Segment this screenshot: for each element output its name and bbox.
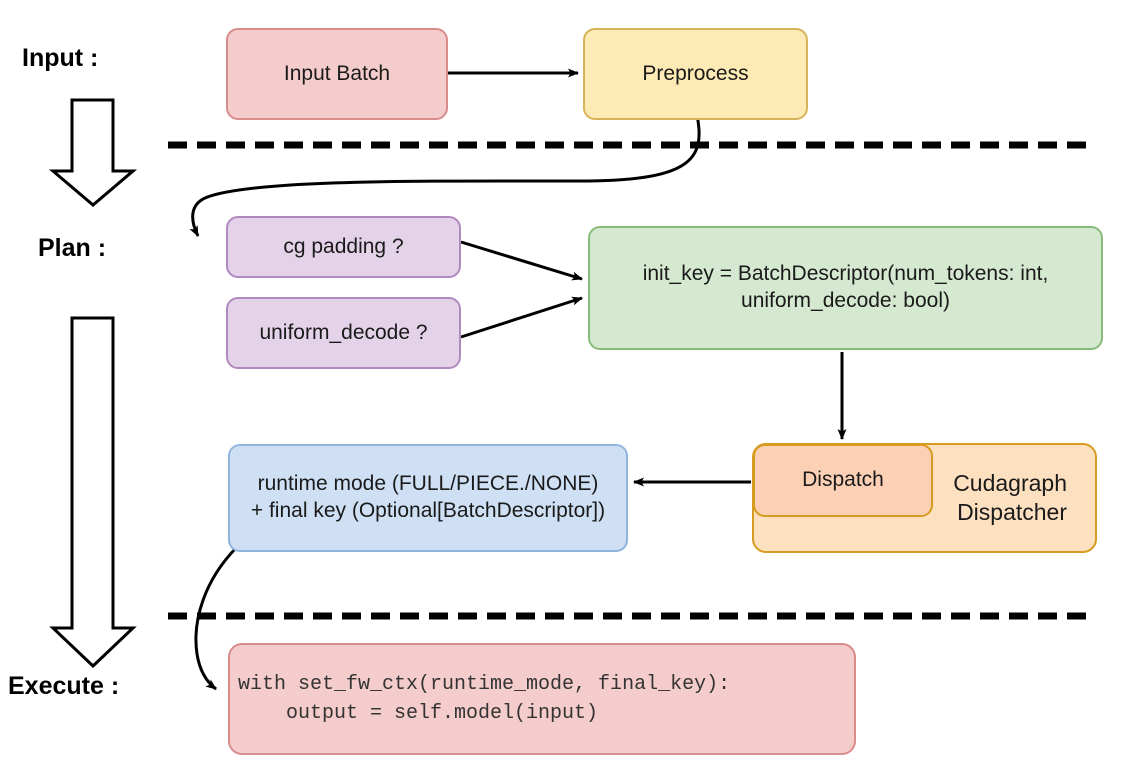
- node-cudagraph-dispatcher-line2: Dispatcher: [957, 499, 1067, 525]
- uniform-decode-to-init-key: [460, 296, 583, 339]
- node-init-key-line1: init_key = BatchDescriptor(num_tokens: i…: [642, 262, 1049, 286]
- node-runtime-mode-line1: runtime mode (FULL/PIECE./NONE): [257, 472, 599, 496]
- node-runtime-mode-line2: + final key (Optional[BatchDescriptor]): [250, 499, 606, 522]
- node-cg-padding[interactable]: cg padding ?: [226, 216, 461, 278]
- node-uniform-decode[interactable]: uniform_decode ?: [226, 297, 461, 369]
- node-input-batch[interactable]: Input Batch: [226, 28, 448, 120]
- node-uniform-decode-label: uniform_decode ?: [259, 320, 428, 344]
- node-runtime-mode[interactable]: runtime mode (FULL/PIECE./NONE) + final …: [228, 444, 628, 552]
- node-preprocess-label: Preprocess: [642, 61, 749, 85]
- node-init-key[interactable]: init_key = BatchDescriptor(num_tokens: i…: [588, 226, 1103, 350]
- node-dispatch-label: Dispatch: [802, 468, 884, 492]
- node-execute-code[interactable]: with set_fw_ctx(runtime_mode, final_key)…: [228, 643, 856, 755]
- stage-label-execute: Execute :: [8, 672, 120, 700]
- node-execute-code-line2: output = self.model(input): [238, 702, 599, 725]
- stage-label-input: Input :: [22, 44, 99, 72]
- node-preprocess[interactable]: Preprocess: [583, 28, 808, 120]
- node-execute-code-line1: with set_fw_ctx(runtime_mode, final_key)…: [238, 673, 731, 696]
- node-input-batch-label: Input Batch: [283, 61, 391, 85]
- stage-flow-input-to-plan: [48, 98, 138, 207]
- node-cudagraph-dispatcher-line1: Cudagraph: [953, 469, 1067, 496]
- cg-padding-to-init-key: [460, 240, 583, 281]
- stage-flow-plan-to-execute: [49, 316, 137, 669]
- node-init-key-line2: uniform_decode: bool): [741, 289, 950, 312]
- stage-label-plan: Plan :: [38, 234, 107, 262]
- node-cg-padding-label: cg padding ?: [283, 234, 404, 258]
- node-dispatch[interactable]: Dispatch: [753, 444, 933, 517]
